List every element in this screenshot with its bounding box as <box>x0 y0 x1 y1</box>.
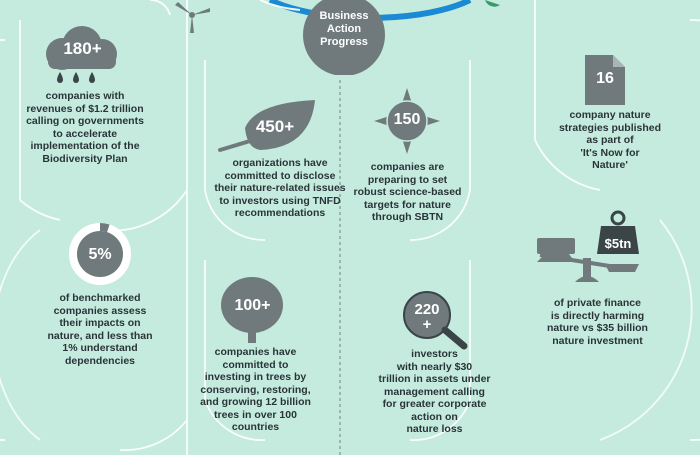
stat-450-line: their nature-related issues <box>214 182 346 194</box>
stat-180-line: Biodiversity Plan <box>42 152 128 165</box>
stat-150-line: through SBTN <box>371 211 444 223</box>
green-leaf-top <box>485 0 500 7</box>
stat-100-line: and growing 12 billion <box>200 396 311 408</box>
stat-value-220: 220 + <box>402 302 452 332</box>
document-icon <box>585 55 625 105</box>
stat-5pct-line: their impacts on <box>59 317 141 329</box>
cloud-icon <box>46 26 117 83</box>
stat-5tn-line: nature investment <box>552 334 643 347</box>
stat-16-line: company nature <box>569 109 651 121</box>
stat-text-180: companies with revenues of $1.2 trillion… <box>10 90 160 165</box>
stat-value-5pct: 5% <box>88 246 112 263</box>
stat-5pct-line: 1% understand <box>62 342 138 354</box>
middle-right-arc-top <box>409 60 471 241</box>
wind-turbine-icon <box>175 2 210 33</box>
middle-left-arc-bottom <box>204 260 266 441</box>
donut-icon <box>69 222 131 285</box>
stat-text-100: companies have committed to investing in… <box>193 346 318 434</box>
left-top-curve <box>149 0 171 16</box>
stat-5pct-line: dependencies <box>64 354 136 367</box>
stat-100-line: investing in trees by <box>204 371 307 383</box>
stat-450-line: organizations have <box>232 157 328 169</box>
stat-5pct-line: companies assess <box>53 304 147 317</box>
white-curve-top <box>259 0 301 11</box>
stat-value-180: 180+ <box>63 39 102 58</box>
stat-text-5tn: of private finance is directly harming n… <box>530 297 665 347</box>
left-arc-top <box>19 20 61 221</box>
stat-220-line: investors <box>411 348 458 360</box>
stat-220-line: nature loss <box>406 423 463 435</box>
stat-100-line: committed to <box>222 358 289 371</box>
right-lower-arc <box>599 219 693 441</box>
stat-5pct-line: nature, and less than <box>47 329 153 342</box>
stat-220-line: action on <box>411 410 458 423</box>
stat-value-150: 150 <box>393 111 421 128</box>
right-arc-top <box>534 0 601 191</box>
stat-100-line: countries <box>231 421 280 433</box>
stat-150-line: robust science-based <box>353 186 462 198</box>
stat-5tn-line: of private finance <box>554 297 641 309</box>
stat-220-line: trillion in assets under <box>378 373 491 385</box>
stat-150-line: preparing to set <box>367 173 448 186</box>
tree-icon <box>221 277 283 343</box>
leaf-icon <box>218 100 315 152</box>
stat-text-220: investors with nearly $30 trillion in as… <box>362 348 507 436</box>
stat-16-line: Nature' <box>592 159 628 171</box>
stat-16-line: as part of <box>586 134 634 146</box>
stat-value-450: 450+ <box>255 117 295 136</box>
stat-450-line: recommendations <box>234 207 326 219</box>
weight-icon <box>597 210 639 254</box>
magnifier-icon <box>403 291 468 350</box>
stat-5tn-line: nature vs $35 billion <box>547 322 648 334</box>
stat-5tn-line: is directly harming <box>550 309 645 322</box>
stat-value-220-number: 220 <box>414 301 440 318</box>
right-big-arc <box>689 19 700 441</box>
stat-220-line: with nearly $30 <box>396 360 473 373</box>
stat-text-450: organizations have committed to disclose… <box>205 157 355 220</box>
business-action-circle <box>303 0 385 75</box>
stat-450-line: committed to disclose <box>224 169 336 182</box>
stat-16-line: 'It's Now for <box>580 146 640 159</box>
stat-150-line: targets for nature <box>364 198 451 211</box>
stat-value-16: 16 <box>596 70 614 87</box>
stat-text-150: companies are preparing to set robust sc… <box>345 161 470 224</box>
stat-450-line: to investors using TNFD <box>219 194 341 207</box>
center-title-line2: Action <box>326 23 362 35</box>
left-curve-bottom <box>119 419 188 451</box>
stat-220-line: management calling <box>384 385 485 398</box>
stat-180-line: implementation of the <box>30 140 140 152</box>
middle-right-arc-bottom <box>409 260 471 441</box>
stat-180-line: companies with <box>45 90 125 102</box>
stat-value-5tn: $5tn <box>604 236 632 251</box>
stat-100-line: trees in over 100 <box>214 408 297 421</box>
center-title: Business Action Progress <box>298 10 390 49</box>
stat-text-16: company nature strategies published as p… <box>545 109 675 172</box>
middle-left-arc-top <box>204 60 266 241</box>
stat-16-line: strategies published <box>558 121 662 134</box>
scale-icon <box>537 238 639 282</box>
center-title-line1: Business <box>319 10 369 22</box>
stat-5pct-line: of benchmarked <box>59 292 141 304</box>
center-title-line3: Progress <box>320 36 368 48</box>
stat-text-5pct: of benchmarked companies assess their im… <box>30 292 170 367</box>
stat-value-100: 100+ <box>234 297 271 314</box>
stat-100-line: companies have <box>214 346 297 358</box>
left-arc-lower <box>0 229 41 441</box>
stat-150-line: companies are <box>370 161 445 173</box>
stat-value-220-plus: + <box>422 316 432 333</box>
compass-icon <box>374 88 440 154</box>
stat-180-line: revenues of $1.2 trillion <box>26 102 144 115</box>
stat-100-line: conserving, restoring, <box>200 383 311 396</box>
stat-180-line: calling on governments <box>26 115 144 127</box>
stat-220-line: for greater corporate <box>382 398 487 410</box>
stat-180-line: to accelerate <box>52 127 118 140</box>
